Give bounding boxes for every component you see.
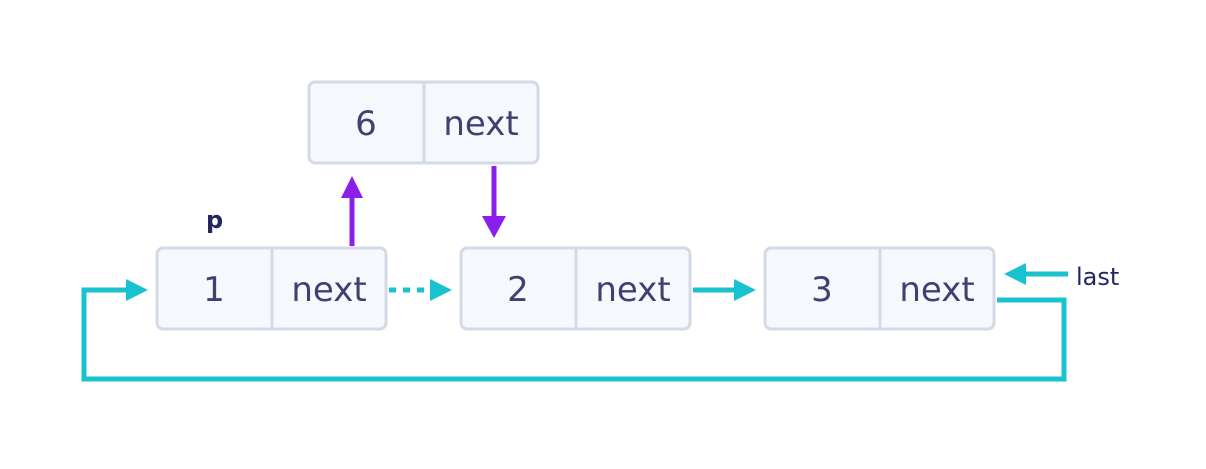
arrow-loop-path xyxy=(81,287,1067,382)
node-2-next: next xyxy=(595,270,670,310)
node-2-value: 2 xyxy=(507,270,529,310)
arrow-node1-to-node2-dotted xyxy=(389,279,452,301)
node-3-next: next xyxy=(899,270,974,310)
arrow-node2-to-node3-head xyxy=(734,279,756,301)
arrow-loop-node3-to-node1 xyxy=(81,279,1067,382)
arrow-node2-to-node3 xyxy=(693,279,756,301)
pointer-p-label: p xyxy=(206,206,223,234)
node-2: 2 next xyxy=(459,246,692,331)
arrow-node1-to-new-head xyxy=(341,176,363,198)
node-3: 3 next xyxy=(763,246,996,331)
arrow-last-to-node3 xyxy=(1004,263,1068,285)
arrow-new-to-node2 xyxy=(482,166,506,238)
node-1: 1 next xyxy=(155,246,388,331)
arrow-new-to-node2-head xyxy=(482,216,506,238)
node-new-next: next xyxy=(443,104,518,144)
node-1-next: next xyxy=(291,270,366,310)
arrow-loop-head xyxy=(126,279,148,301)
node-1-value: 1 xyxy=(203,270,225,310)
pointer-last-label: last xyxy=(1076,263,1119,291)
node-3-value: 3 xyxy=(811,270,833,310)
arrow-node1-to-new xyxy=(341,176,363,246)
arrow-last-to-node3-head xyxy=(1004,263,1026,285)
node-new-value: 6 xyxy=(355,104,377,144)
arrow-node1-to-node2-head xyxy=(430,279,452,301)
node-new: 6 next xyxy=(307,80,540,165)
